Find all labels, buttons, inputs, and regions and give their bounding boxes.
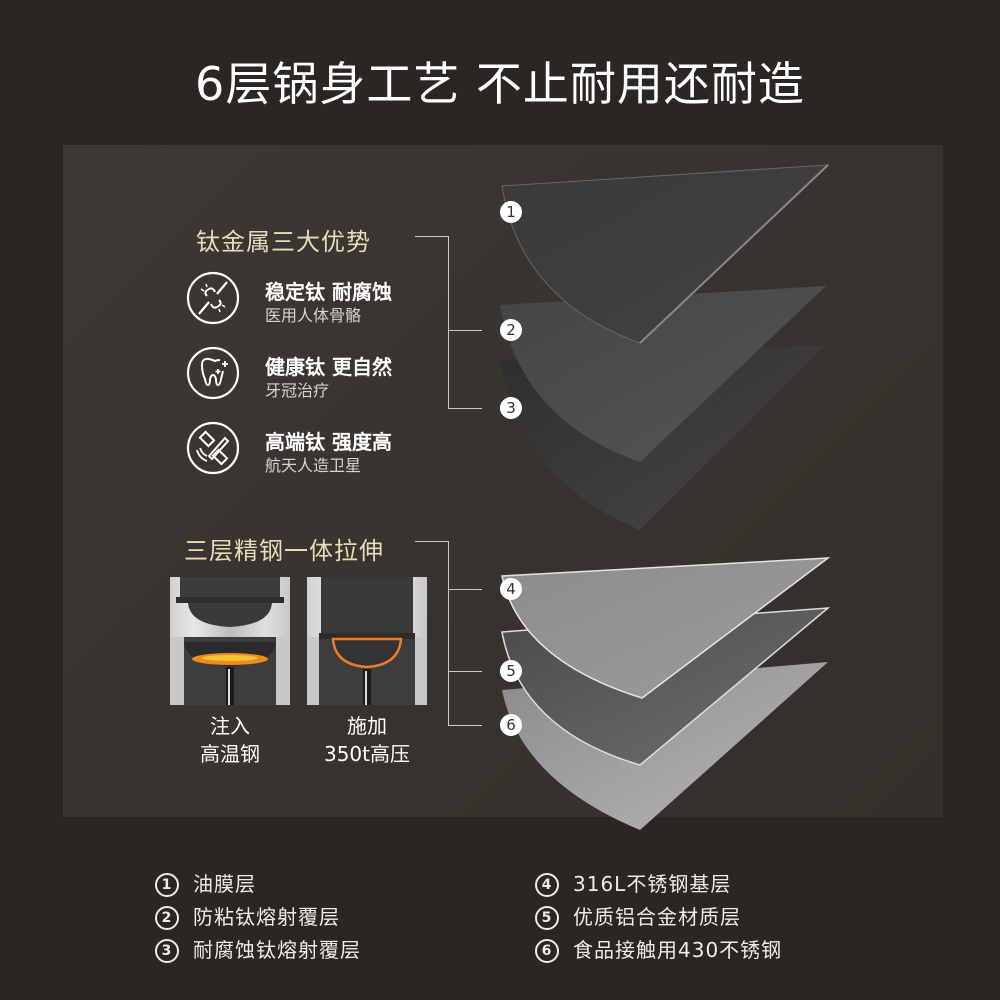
legend-item: 6 食品接触用430不锈钢 [535,934,782,963]
feature-subtitle: 医用人体骨骼 [265,306,362,325]
feature-subtitle: 航天人造卫星 [265,456,362,475]
legend-label: 316L不锈钢基层 [573,872,732,896]
legend-item: 3 耐腐蚀钛熔射覆层 [155,934,361,963]
layer-marker-6: 6 [500,714,522,736]
inject-steel-photo [170,577,290,705]
titanium-layers-illustration [500,164,830,530]
step-caption: 注入 高温钢 [170,712,290,768]
page-title: 6层锅身工艺 不止耐用还耐造 [195,57,805,111]
legend-label: 食品接触用430不锈钢 [573,938,783,962]
number-circle-icon: 1 [155,873,179,897]
legend-label: 防粘钛熔射覆层 [193,905,340,929]
connector-line [448,671,482,672]
legend-item: 4 316L不锈钢基层 [535,868,731,897]
steel-layers-illustration [501,557,831,830]
layer-marker-5: 5 [500,660,522,682]
feature-item-bone: 稳定钛 耐腐蚀 医用人体骨骼 [185,270,445,330]
legend-label: 油膜层 [193,872,256,896]
step-line: 高温钢 [200,742,260,766]
feature-title: 健康钛 更自然 [265,355,392,379]
titanium-heading: 钛金属三大优势 [196,228,371,256]
number-circle-icon: 5 [535,906,559,930]
apply-pressure-photo [307,577,427,705]
connector-line [415,236,449,237]
step-line: 注入 [210,714,250,738]
connector-line [448,725,482,726]
connector-line [448,589,482,590]
number-circle-icon: 6 [535,939,559,963]
feature-item-satellite: 高端钛 强度高 航天人造卫星 [185,420,445,480]
feature-title: 稳定钛 耐腐蚀 [265,280,392,304]
content-panel [63,145,943,817]
connector-line [448,541,449,726]
layer-marker-1: 1 [500,201,522,223]
legend-label: 耐腐蚀钛熔射覆层 [193,938,361,962]
tooth-icon [186,346,240,400]
layer-marker-4: 4 [500,578,522,600]
connector-line [448,330,482,331]
layer-marker-2: 2 [500,319,522,341]
connector-line [415,541,449,542]
step-line: 350t高压 [323,742,410,766]
number-circle-icon: 3 [155,939,179,963]
joint-bone-icon [186,271,240,325]
connector-line [448,236,449,408]
layer-marker-3: 3 [500,397,522,419]
legend-item: 5 优质铝合金材质层 [535,901,741,930]
legend-item: 2 防粘钛熔射覆层 [155,901,340,930]
step-caption: 施加 350t高压 [307,712,427,768]
feature-item-tooth: 健康钛 更自然 牙冠治疗 [185,345,445,405]
number-circle-icon: 2 [155,906,179,930]
feature-subtitle: 牙冠治疗 [265,381,330,400]
steel-heading: 三层精钢一体拉伸 [184,537,384,565]
feature-title: 高端钛 强度高 [265,430,392,454]
legend-label: 优质铝合金材质层 [573,905,741,929]
step-line: 施加 [347,714,387,738]
connector-line [448,408,482,409]
satellite-icon [186,421,240,475]
legend-item: 1 油膜层 [155,868,256,897]
number-circle-icon: 4 [535,873,559,897]
